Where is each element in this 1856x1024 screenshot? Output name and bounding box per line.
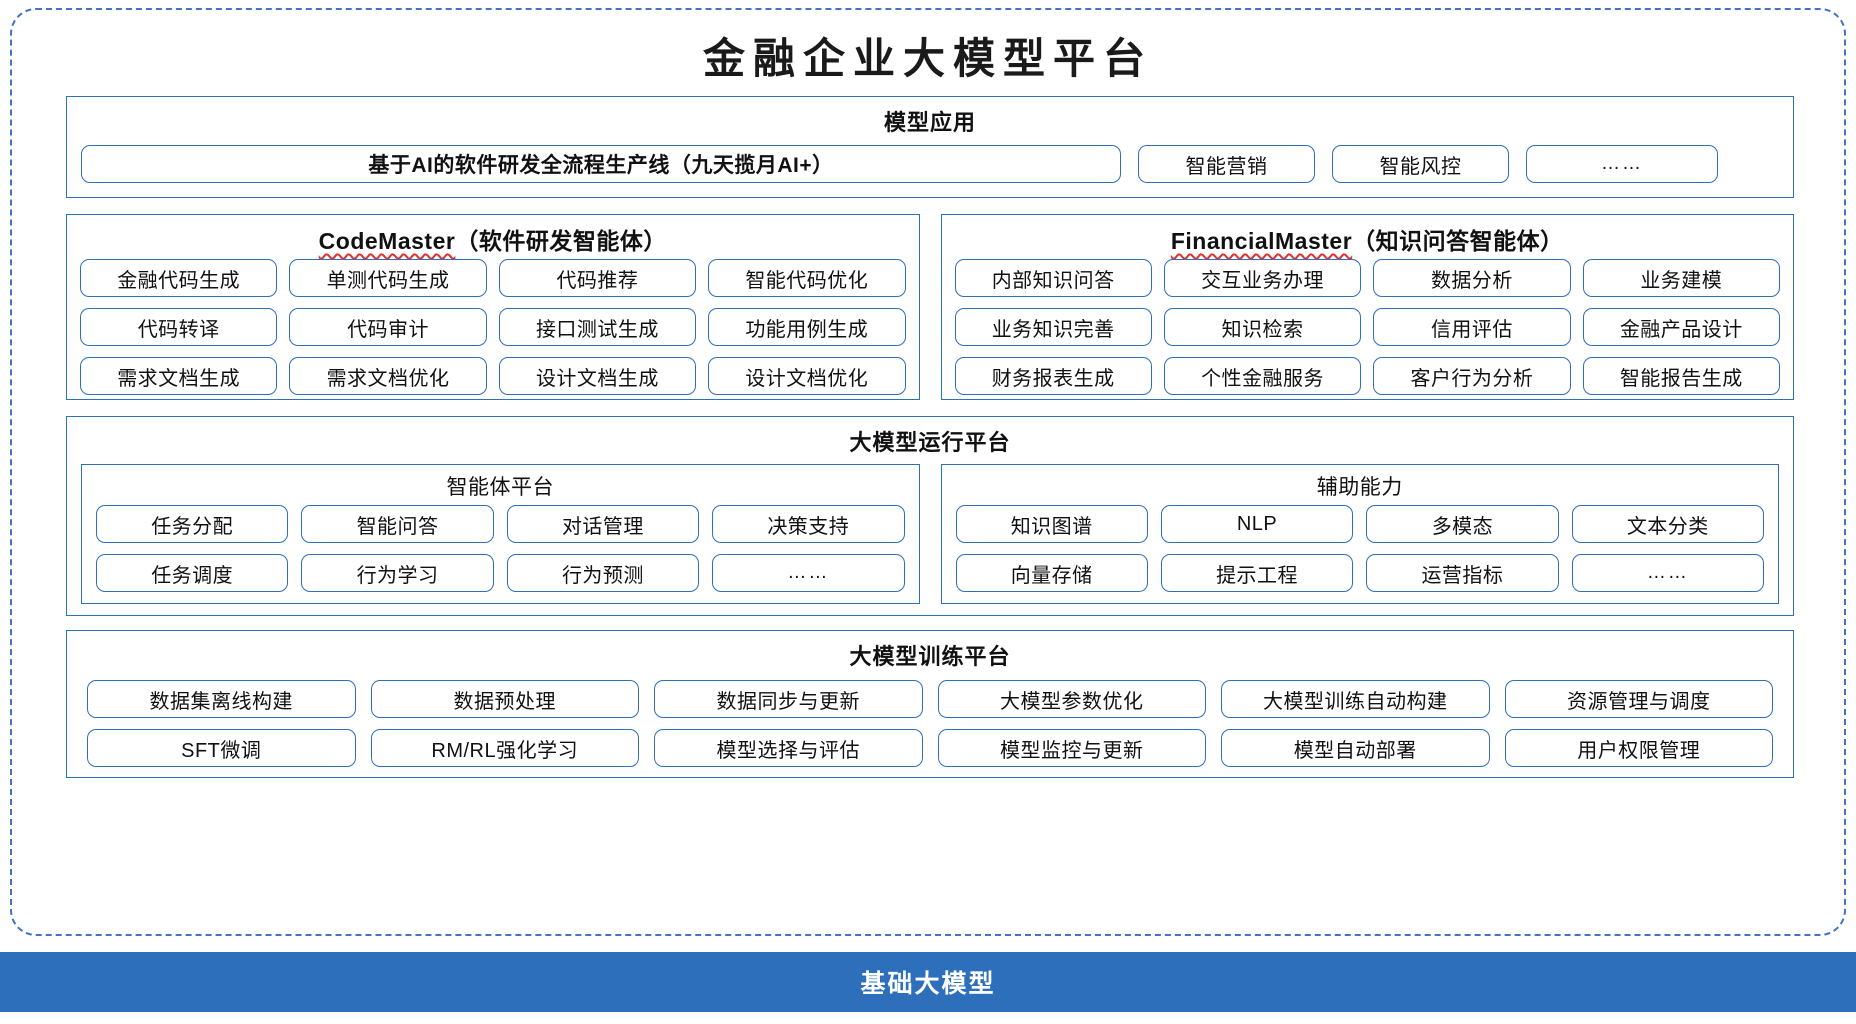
capability-pill[interactable]: 金融产品设计 [1582, 308, 1780, 346]
training-pill[interactable]: 模型监控与更新 [937, 729, 1206, 767]
training-pill[interactable]: 大模型参数优化 [937, 680, 1206, 718]
runtime-grid-auxiliary: 知识图谱 NLP 多模态 文本分类 向量存储 提示工程 运营指标 …… [942, 505, 1779, 592]
capability-pill[interactable]: 代码转译 [80, 308, 278, 346]
agent-title-codemaster: CodeMaster（软件研发智能体） [67, 215, 919, 259]
runtime-pill[interactable]: 决策支持 [712, 505, 905, 543]
runtime-group-title-agent-platform: 智能体平台 [446, 476, 554, 499]
capability-pill[interactable]: 金融代码生成 [80, 259, 278, 297]
runtime-pill[interactable]: 行为预测 [506, 554, 700, 592]
capability-pill[interactable]: 内部知识问答 [954, 259, 1152, 297]
application-pill-more[interactable]: …… [1526, 145, 1718, 183]
training-pill[interactable]: 大模型训练自动构建 [1221, 680, 1490, 718]
agent-suffix-financialmaster: （知识问答智能体） [1352, 228, 1564, 254]
capability-pill[interactable]: 接口测试生成 [498, 308, 697, 346]
section-training-platform: 大模型训练平台 数据集离线构建 数据预处理 数据同步与更新 大模型参数优化 大模… [66, 630, 1794, 778]
runtime-pill[interactable]: 知识图谱 [955, 505, 1148, 543]
training-pill[interactable]: 数据集离线构建 [87, 680, 356, 718]
capability-pill[interactable]: 个性金融服务 [1163, 357, 1362, 395]
section-runtime-platform: 大模型运行平台 智能体平台 任务分配 智能问答 对话管理 决策支持 任务调度 行… [66, 416, 1794, 616]
runtime-pill[interactable]: 任务调度 [96, 554, 289, 592]
agent-title-financialmaster: FinancialMaster（知识问答智能体） [942, 215, 1794, 259]
agent-capability-grid-codemaster: 金融代码生成 单测代码生成 代码推荐 智能代码优化 代码转译 代码审计 接口测试… [67, 259, 919, 405]
agent-panel-financialmaster: FinancialMaster（知识问答智能体） 内部知识问答 交互业务办理 数… [940, 214, 1794, 400]
application-primary-pill[interactable]: 基于AI的软件研发全流程生产线（九天揽月AI+） [81, 145, 1121, 183]
foundation-model-bar: 基础大模型 [0, 952, 1856, 1012]
runtime-pill[interactable]: 向量存储 [955, 554, 1148, 592]
training-pill[interactable]: RM/RL强化学习 [370, 729, 639, 767]
agent-panel-codemaster: CodeMaster（软件研发智能体） 金融代码生成 单测代码生成 代码推荐 智… [66, 214, 920, 400]
runtime-pill[interactable]: 智能问答 [301, 505, 494, 543]
agent-capability-grid-financialmaster: 内部知识问答 交互业务办理 数据分析 业务建模 业务知识完善 知识检索 信用评估… [942, 259, 1794, 405]
runtime-pill[interactable]: 对话管理 [506, 505, 700, 543]
foundation-model-label: 基础大模型 [860, 970, 996, 998]
capability-pill[interactable]: 单测代码生成 [289, 259, 487, 297]
capability-pill[interactable]: 代码审计 [289, 308, 487, 346]
capability-pill[interactable]: 代码推荐 [498, 259, 697, 297]
capability-pill[interactable]: 设计文档优化 [708, 357, 906, 395]
agent-suffix-codemaster: （软件研发智能体） [455, 228, 667, 254]
applications-row: 基于AI的软件研发全流程生产线（九天揽月AI+） 智能营销 智能风控 …… [67, 137, 1793, 183]
capability-pill[interactable]: 需求文档优化 [289, 357, 487, 395]
runtime-pill[interactable]: 行为学习 [301, 554, 494, 592]
training-grid: 数据集离线构建 数据预处理 数据同步与更新 大模型参数优化 大模型训练自动构建 … [67, 671, 1793, 767]
capability-pill[interactable]: 智能报告生成 [1582, 357, 1780, 395]
capability-pill[interactable]: 设计文档生成 [498, 357, 697, 395]
section-model-applications: 模型应用 基于AI的软件研发全流程生产线（九天揽月AI+） 智能营销 智能风控 … [66, 96, 1794, 198]
capability-pill[interactable]: 业务建模 [1582, 259, 1780, 297]
runtime-pill[interactable]: 提示工程 [1160, 554, 1354, 592]
section-agents: CodeMaster（软件研发智能体） 金融代码生成 单测代码生成 代码推荐 智… [66, 214, 1794, 400]
training-pill[interactable]: 资源管理与调度 [1504, 680, 1773, 718]
runtime-pill[interactable]: NLP [1160, 505, 1354, 543]
runtime-group-agent-platform: 智能体平台 任务分配 智能问答 对话管理 决策支持 任务调度 行为学习 行为预测… [81, 464, 920, 604]
runtime-pill[interactable]: 运营指标 [1366, 554, 1559, 592]
platform-outer-frame: 金融企业大模型平台 模型应用 基于AI的软件研发全流程生产线（九天揽月AI+） … [10, 8, 1846, 936]
training-pill[interactable]: 模型自动部署 [1221, 729, 1490, 767]
training-pill[interactable]: 用户权限管理 [1504, 729, 1773, 767]
section-title-runtime: 大模型运行平台 [849, 430, 1011, 455]
runtime-grid-agent-platform: 任务分配 智能问答 对话管理 决策支持 任务调度 行为学习 行为预测 …… [82, 505, 919, 592]
training-pill[interactable]: 数据预处理 [370, 680, 639, 718]
page-title: 金融企业大模型平台 [702, 34, 1153, 83]
section-title-applications: 模型应用 [883, 110, 976, 135]
capability-pill[interactable]: 财务报表生成 [954, 357, 1152, 395]
section-title-training: 大模型训练平台 [849, 644, 1011, 669]
capability-pill[interactable]: 智能代码优化 [708, 259, 906, 297]
runtime-group-auxiliary-capability: 辅助能力 知识图谱 NLP 多模态 文本分类 向量存储 提示工程 运营指标 …… [940, 464, 1779, 604]
runtime-group-title-auxiliary: 辅助能力 [1316, 476, 1403, 499]
capability-pill[interactable]: 信用评估 [1373, 308, 1571, 346]
runtime-pill[interactable]: 任务分配 [96, 505, 289, 543]
capability-pill[interactable]: 功能用例生成 [708, 308, 906, 346]
runtime-pill-more[interactable]: …… [1571, 554, 1764, 592]
capability-pill[interactable]: 知识检索 [1163, 308, 1362, 346]
application-pill-smart-risk-control[interactable]: 智能风控 [1332, 145, 1509, 183]
capability-pill[interactable]: 数据分析 [1373, 259, 1571, 297]
runtime-pill[interactable]: 文本分类 [1571, 505, 1764, 543]
capability-pill[interactable]: 业务知识完善 [954, 308, 1152, 346]
training-pill[interactable]: SFT微调 [87, 729, 356, 767]
runtime-columns: 智能体平台 任务分配 智能问答 对话管理 决策支持 任务调度 行为学习 行为预测… [67, 457, 1793, 616]
runtime-pill-more[interactable]: …… [712, 554, 905, 592]
capability-pill[interactable]: 客户行为分析 [1373, 357, 1571, 395]
capability-pill[interactable]: 交互业务办理 [1163, 259, 1362, 297]
runtime-pill[interactable]: 多模态 [1366, 505, 1559, 543]
agent-name-codemaster: CodeMaster [318, 228, 456, 254]
capability-pill[interactable]: 需求文档生成 [80, 357, 278, 395]
training-pill[interactable]: 模型选择与评估 [654, 729, 923, 767]
training-pill[interactable]: 数据同步与更新 [654, 680, 923, 718]
application-pill-smart-marketing[interactable]: 智能营销 [1138, 145, 1315, 183]
agent-name-financialmaster: FinancialMaster [1170, 228, 1353, 254]
